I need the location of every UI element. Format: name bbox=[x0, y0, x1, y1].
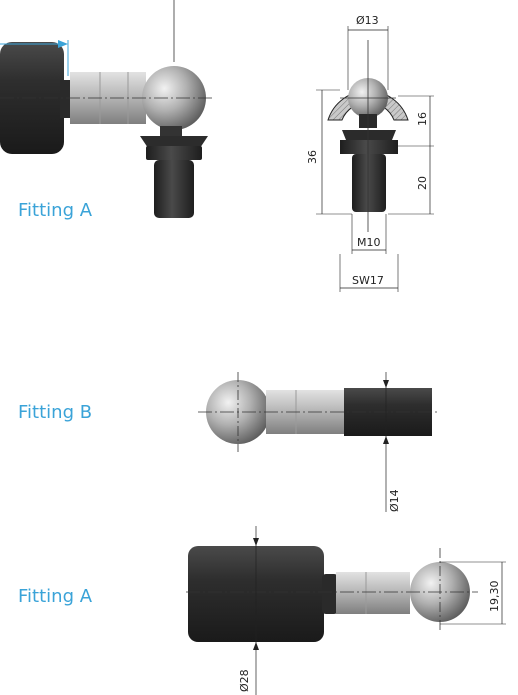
fitting-a-label-top: Fitting A bbox=[18, 200, 93, 221]
dim-height-lower: 20 bbox=[416, 176, 429, 190]
dim-wrench: SW17 bbox=[352, 274, 384, 287]
fitting-a-angled-drawing bbox=[0, 0, 212, 218]
dim-height-total: 36 bbox=[306, 150, 319, 164]
dim-rod-diameter-b: Ø14 bbox=[388, 489, 401, 512]
fitting-a-label-bottom: Fitting A bbox=[18, 586, 93, 607]
fitting-b-label: Fitting B bbox=[18, 402, 93, 423]
fitting-a-straight-drawing bbox=[186, 526, 506, 695]
dim-ball-height: 19,30 bbox=[488, 581, 501, 613]
cross-section-drawing bbox=[316, 26, 434, 292]
dim-body-diameter: Ø28 bbox=[238, 669, 251, 692]
dim-height-upper: 16 bbox=[416, 112, 429, 126]
dim-ball-diameter: Ø13 bbox=[356, 14, 379, 27]
fitting-b-drawing bbox=[198, 372, 440, 512]
dim-thread: M10 bbox=[357, 236, 381, 249]
